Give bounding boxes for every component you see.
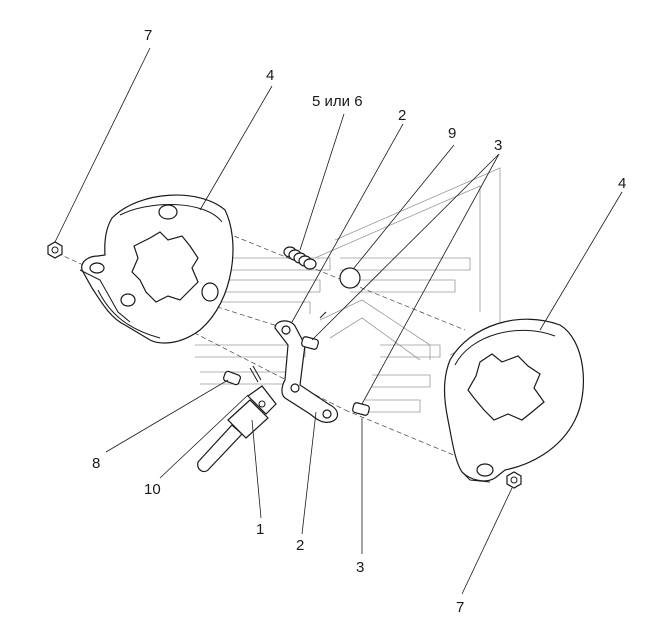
callout-2-bottom: 2 [296,537,304,554]
right-plate [443,318,585,483]
callout-1: 1 [256,521,264,538]
callout-9: 9 [448,125,456,142]
left-plate [79,194,234,344]
callout-4-left: 4 [266,67,274,84]
callout-7-bottom: 7 [456,599,464,616]
callout-2-top: 2 [398,107,406,124]
bolt [223,365,262,386]
callout-8: 8 [92,455,100,472]
background-watermark [195,167,501,413]
callout-3-bottom: 3 [356,559,364,576]
callout-3-top: 3 [494,137,502,154]
callout-10: 10 [144,481,161,498]
rod-assembly [197,385,277,473]
callout-4-right: 4 [618,175,626,192]
callout-5-or-6: 5 или 6 [312,93,363,110]
callout-labels: 7 4 5 или 6 2 9 3 4 8 10 1 2 3 7 [92,27,626,616]
lever [274,320,339,423]
callout-7-top: 7 [144,27,152,44]
ball [339,267,361,289]
spring [283,246,317,270]
pins [301,311,370,416]
leader-lines [54,47,623,595]
